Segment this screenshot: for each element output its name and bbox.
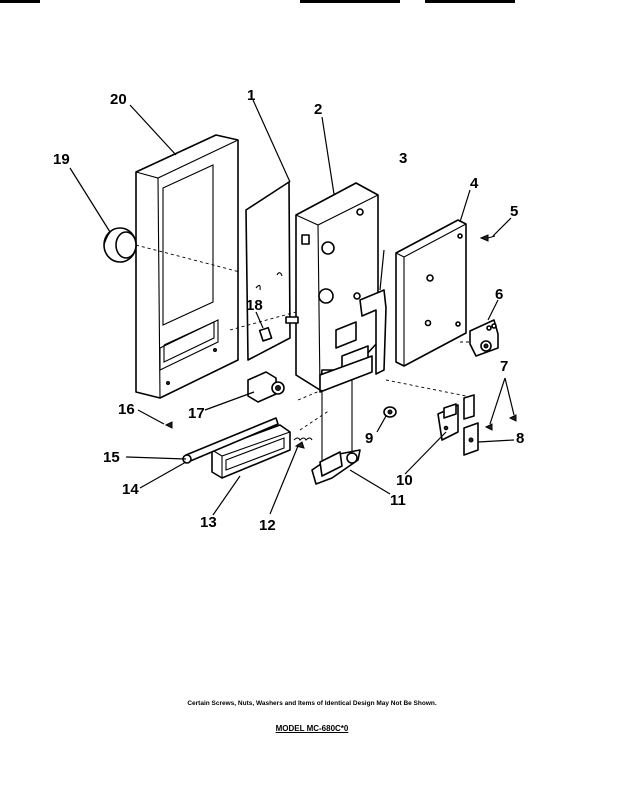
part-small-bracket-8 [463,394,479,456]
callout-11: 11 [390,492,406,509]
leader-lines [69,99,515,516]
callout-4: 4 [470,175,479,192]
callout-9: 9 [365,430,373,447]
part-latch-bracket [359,249,387,375]
part-window-panel [245,181,291,361]
part-screws-7 [484,414,517,431]
callout-16: 16 [118,401,135,418]
callout-13: 13 [200,514,217,531]
part-switch [469,319,499,357]
callout-14: 14 [122,481,139,498]
callout-7: 7 [500,358,508,375]
part-chassis-panel [285,182,379,393]
part-screw-5 [479,234,496,242]
part-lever [311,380,361,485]
part-hinge-block [247,371,285,403]
part-screw-16 [164,421,173,429]
part-nut [383,406,397,418]
callout-10: 10 [396,472,413,489]
top-edge-mark-mid [300,0,400,3]
alignment-lines [135,244,470,431]
callout-17: 17 [188,405,205,422]
callout-18: 18 [246,297,263,314]
part-rear-panel [395,219,467,367]
callout-20: 20 [110,91,127,108]
part-round-knob [103,227,137,263]
callout-1: 1 [247,87,255,104]
model-number-text: MODEL MC-680C*0 [275,724,349,733]
part-door-frame [135,134,239,399]
callout-2: 2 [314,101,322,118]
top-edge-mark-right [425,0,515,3]
top-edge-mark-left [0,0,40,3]
callout-6: 6 [495,286,503,303]
part-spring [293,437,313,449]
callout-19: 19 [53,151,70,168]
callout-12: 12 [259,517,276,534]
callout-5: 5 [510,203,518,220]
callout-15: 15 [103,449,120,466]
part-rod [182,417,279,464]
footnote-text: Certain Screws, Nuts, Washers and Items … [187,700,437,707]
callout-8: 8 [516,430,524,447]
part-door-button [211,424,291,479]
part-bracket-10 [437,403,459,441]
model-number: MODEL MC-680C*0 [0,724,624,733]
callout-labels: 20 19 1 2 3 4 5 6 7 8 9 10 11 12 13 14 1… [53,87,524,534]
callout-3: 3 [399,150,407,167]
